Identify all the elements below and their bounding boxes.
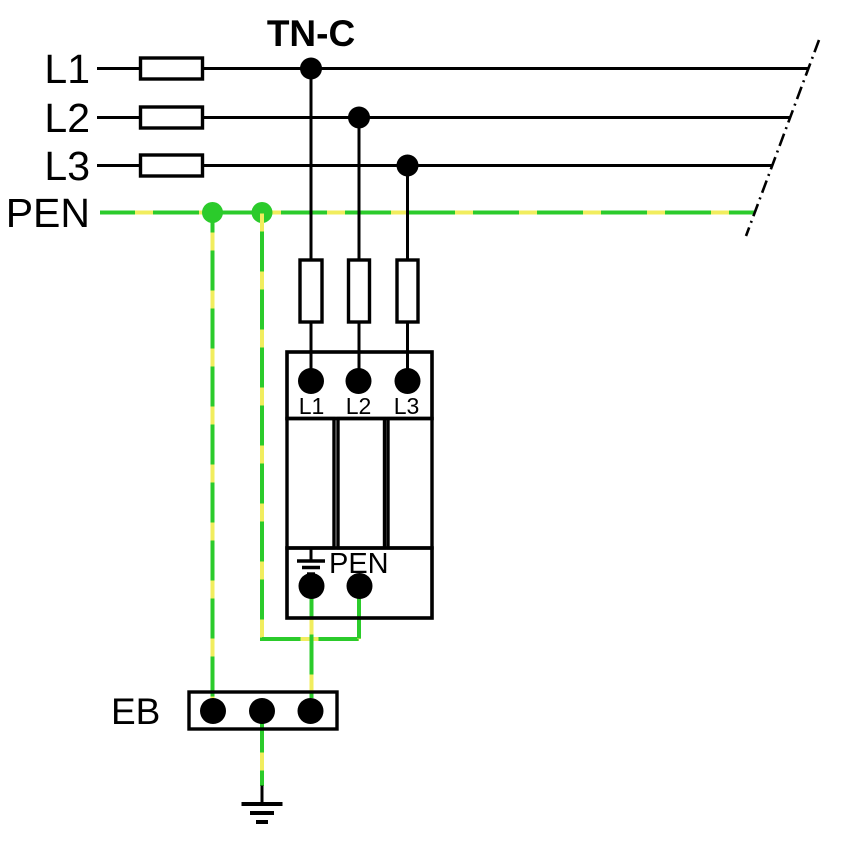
spd-terminal-label-l1: L1 [299, 393, 325, 419]
spd-module-3 [386, 416, 434, 550]
junction-dot-l2 [348, 106, 370, 129]
spd-terminal-label-l3: L3 [394, 393, 420, 419]
continuation-break-icon [744, 39, 821, 237]
fuse-icon-spd-l3 [395, 258, 420, 324]
spd-feeder-drops [298, 68, 420, 369]
screw-terminal-icon-eb-2 [248, 697, 276, 725]
equipotential-bonding-bar: EB [111, 690, 339, 732]
screw-terminal-icon-eb-1 [199, 697, 227, 725]
fuse-icon-l3 [138, 153, 205, 178]
bus-label-l1: L1 [44, 46, 90, 92]
bus-labels: L1 L2 L3 PEN [6, 46, 90, 236]
fuse-icon-l1 [138, 56, 205, 81]
spd-device: L1 L2 L3 PEN [285, 350, 434, 620]
eb-label: EB [111, 691, 160, 732]
screw-terminal-icon-spd-l1 [297, 367, 325, 395]
supply-fuses [138, 56, 205, 178]
fuse-icon-spd-l1 [298, 258, 324, 324]
spd-bottom-terminal-box [285, 546, 434, 620]
bus-label-pen: PEN [6, 190, 90, 236]
system-label: TN-C [267, 13, 355, 54]
pen-wire-to-spd-green [260, 212, 359, 641]
screw-terminal-icon-spd-earth [298, 572, 325, 600]
bus-conductors [97, 67, 808, 215]
bus-label-l3: L3 [44, 143, 90, 189]
screw-terminal-icon-eb-3 [297, 697, 324, 725]
fuse-icon-spd-l2 [346, 258, 372, 324]
earth-icon-main [241, 785, 283, 824]
spd-module-1 [285, 416, 336, 550]
fuse-icon-l2 [138, 105, 205, 130]
bus-label-l2: L2 [44, 95, 90, 141]
junction-dots [202, 57, 419, 223]
junction-dot-l1 [300, 57, 322, 80]
spd-terminal-label-l2: L2 [346, 393, 372, 419]
spd-module-2 [336, 416, 387, 550]
eb-bar-box [187, 690, 339, 731]
screw-terminal-icon-spd-l3 [394, 367, 421, 395]
pen-earth-wiring [210, 212, 361, 786]
junction-dot-l3 [396, 154, 419, 177]
screw-terminal-icon-spd-l2 [345, 367, 372, 395]
earth-icon-spd [297, 549, 325, 576]
